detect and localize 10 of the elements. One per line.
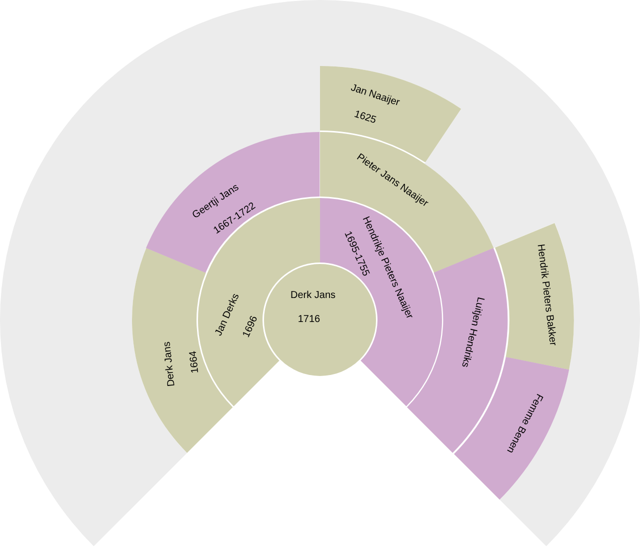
- person-name: Hendrik Pieters Bakker: [534, 244, 558, 346]
- person-name: Luitjen Hendriks: [459, 296, 485, 368]
- life-dates: 1664: [188, 350, 202, 374]
- person-name: Derk Jans: [290, 291, 336, 301]
- person-name: Jan Derks: [214, 292, 242, 338]
- life-dates: 1625: [352, 110, 378, 126]
- life-dates: 1696: [242, 314, 260, 340]
- person-name: Jan Naaijer: [349, 83, 401, 109]
- life-dates: 1716: [298, 315, 320, 325]
- person-name: Derk Jans: [162, 341, 178, 387]
